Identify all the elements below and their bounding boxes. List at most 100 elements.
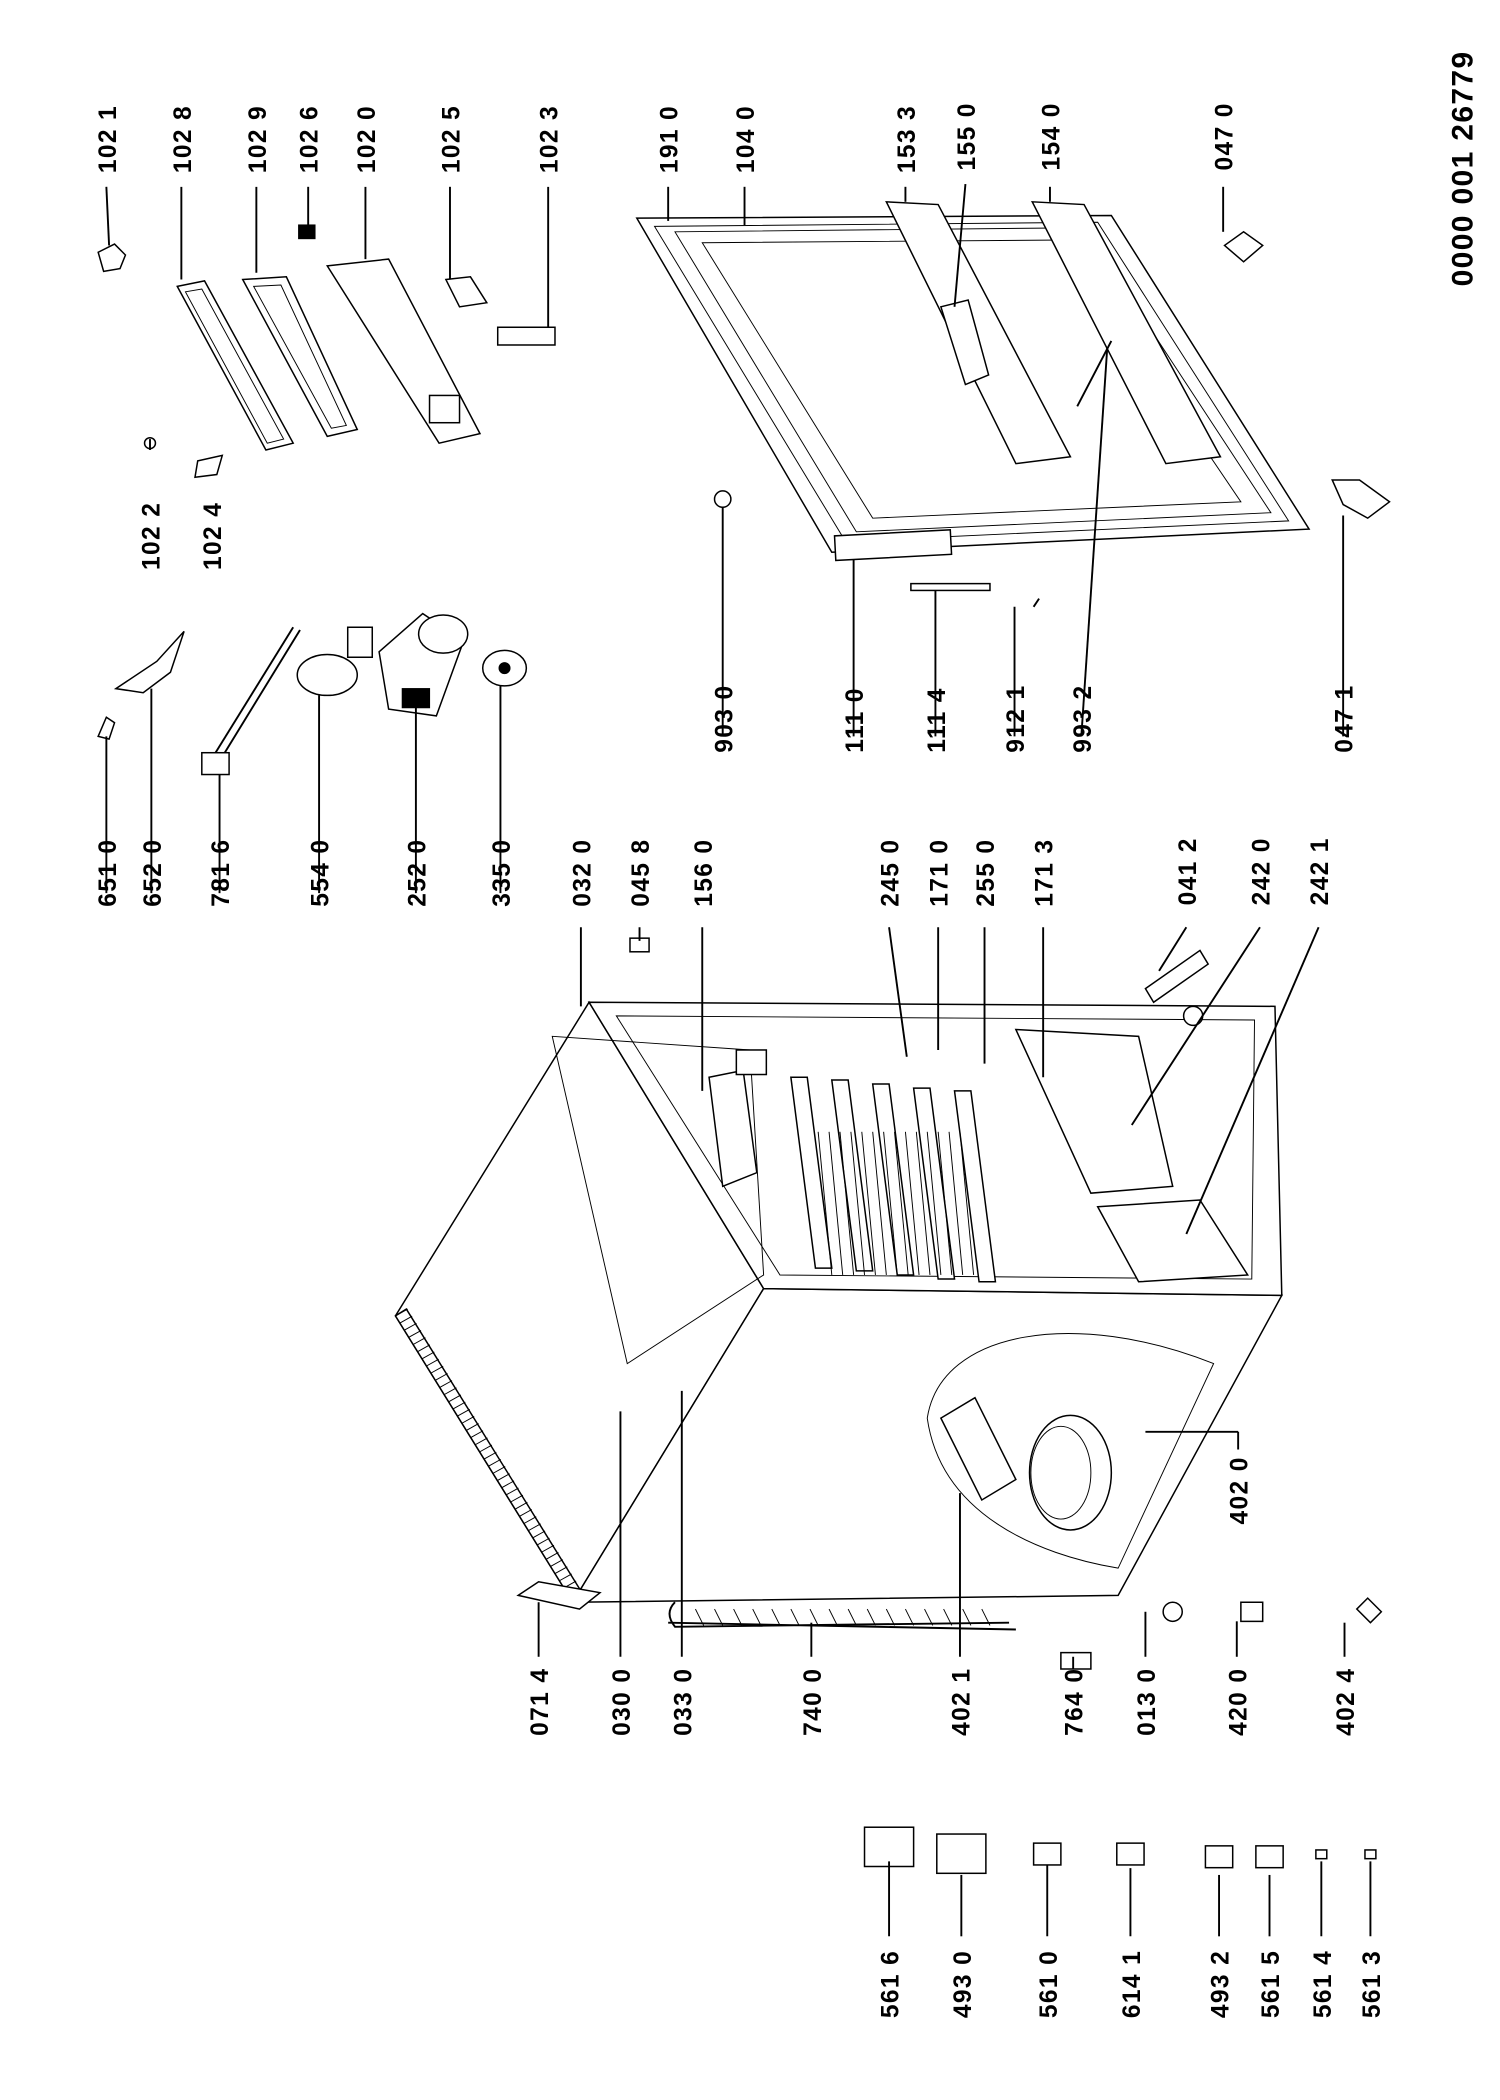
part-label: 903 0 [711, 684, 738, 752]
crisper-242-1 [1096, 1199, 1250, 1283]
part-label: 102 0 [354, 105, 381, 173]
pin-561-4 [1315, 1849, 1328, 1860]
plate-102-5 [444, 276, 489, 308]
relay-box-402-1 [939, 1396, 1017, 1502]
part-label: 154 0 [1039, 102, 1066, 170]
leader-line [1080, 347, 1109, 737]
part-label: 155 0 [954, 102, 981, 170]
part-label: 013 0 [1134, 1668, 1161, 1736]
terminal-561-5 [1255, 1845, 1284, 1869]
part-label: 402 4 [1333, 1668, 1360, 1736]
latch-102-3 [496, 326, 556, 346]
hinge-041 [1144, 949, 1210, 1004]
leader-lines [105, 184, 1372, 1937]
part-label: 561 6 [878, 1950, 905, 2018]
thermostat-652 [113, 630, 185, 694]
leader-line [953, 184, 967, 307]
document-number: 0000 001 26779 [1447, 50, 1480, 286]
part-label: 102 5 [439, 105, 466, 173]
hinge-part-102-1 [97, 243, 127, 273]
capacitor-420 [1240, 1601, 1264, 1623]
part-label: 402 1 [949, 1668, 976, 1736]
glass-shelf [912, 1087, 956, 1280]
wire-harness-561-6 [863, 1826, 915, 1868]
part-label: 245 0 [878, 839, 905, 907]
handle-111 [833, 529, 953, 562]
part-label: 102 3 [537, 105, 564, 173]
part-label: 102 8 [170, 105, 197, 173]
lamp-cover-554 [296, 653, 359, 697]
glass-shelf [790, 1076, 833, 1269]
part-label: 554 0 [308, 839, 335, 907]
strip-111-4 [910, 582, 991, 592]
part-label: 111 4 [924, 687, 951, 753]
part-label: 255 0 [973, 839, 1000, 907]
part-label: 420 0 [1225, 1668, 1252, 1736]
part-label: 912 1 [1003, 684, 1030, 752]
part-label: 032 0 [569, 839, 596, 907]
part-label: 335 0 [489, 839, 516, 907]
glass-shelf [953, 1090, 997, 1283]
egg-tray-155 [939, 299, 990, 386]
part-label: 102 4 [200, 502, 227, 570]
pin-561-3 [1364, 1849, 1377, 1860]
evaporator-030 [551, 1035, 765, 1365]
leader-line [888, 927, 908, 1057]
part-label: 033 0 [670, 1668, 697, 1736]
part-label: 242 1 [1307, 837, 1334, 905]
connector-614-1 [1116, 1842, 1145, 1866]
part-label: 041 2 [1175, 837, 1202, 905]
part-label: 111 0 [842, 687, 869, 753]
valve-013 [1162, 1601, 1183, 1623]
lamp-socket-561-0 [1032, 1842, 1062, 1866]
foot-047-0 [1223, 230, 1264, 263]
part-label: 402 0 [1227, 1456, 1254, 1524]
leader-line [1158, 926, 1188, 972]
part-label: 493 2 [1208, 1950, 1235, 2018]
condenser-740 [668, 1601, 1016, 1631]
part-label: 102 9 [245, 105, 272, 173]
cabinet [394, 937, 1383, 1670]
part-label: 045 8 [628, 839, 655, 907]
part-label: 242 0 [1249, 837, 1276, 905]
part-label: 102 6 [297, 105, 324, 173]
part-label: 071 4 [527, 1668, 554, 1736]
part-label: 171 3 [1032, 839, 1059, 907]
leader-line [1185, 926, 1320, 1235]
knob-903 [713, 490, 732, 509]
light-box [735, 1049, 768, 1076]
part-label: 561 0 [1036, 1950, 1063, 2018]
part-label: 561 3 [1359, 1950, 1386, 2018]
part-label: 191 0 [657, 105, 684, 173]
sensor-651 [97, 716, 116, 740]
small-parts-row [863, 1826, 1377, 1875]
glass-shelf [830, 1079, 874, 1272]
part-label: 030 0 [609, 1668, 636, 1736]
door-gasket-102-8 [176, 280, 295, 451]
part-label: 102 1 [95, 105, 122, 173]
part-label: 156 0 [691, 839, 718, 907]
part-label: 171 0 [927, 839, 954, 907]
part-label: 047 0 [1212, 102, 1239, 170]
crisper-242 [1014, 1028, 1174, 1194]
bracket-493-2 [1204, 1845, 1234, 1869]
cover-493-0 [936, 1833, 987, 1875]
drier-764 [1060, 1651, 1092, 1670]
controls-parts [97, 612, 528, 776]
part-label: 740 0 [800, 1668, 827, 1736]
part-label: 102 2 [139, 502, 166, 570]
part-label: 651 0 [95, 839, 122, 907]
part-label: 781 6 [208, 839, 235, 907]
foot-047-1 [1331, 479, 1391, 520]
part-label: 652 0 [140, 839, 167, 907]
freezer-door-parts [97, 224, 556, 479]
compressor-402 [1028, 1414, 1113, 1531]
door-frame-102-9 [241, 276, 359, 438]
part-label: 993 2 [1070, 684, 1097, 752]
freezer-shelf-156 [708, 1069, 758, 1188]
part-label: 493 0 [950, 1950, 977, 2018]
leader-line [105, 186, 111, 246]
part-label: 252 0 [404, 839, 431, 907]
part-label: 764 0 [1062, 1668, 1089, 1736]
